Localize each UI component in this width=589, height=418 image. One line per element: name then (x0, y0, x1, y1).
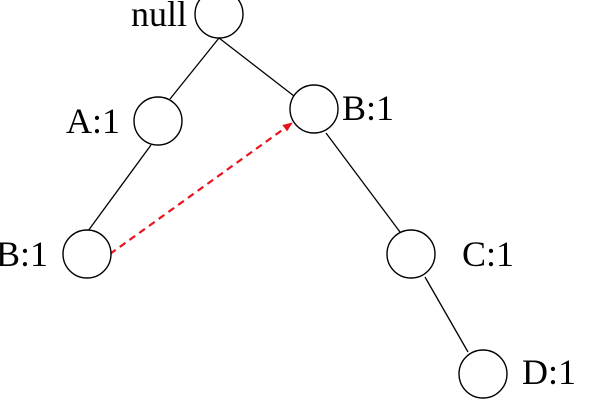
node-b1-right (289, 84, 339, 134)
edge-b1-right-to-c1 (325, 132, 401, 233)
node-b1-right-label: B:1 (342, 88, 394, 128)
edge-a1-to-b1-left (87, 144, 152, 232)
node-a1-label: A:1 (66, 101, 120, 141)
node-c1 (386, 229, 436, 279)
node-a1 (133, 96, 183, 146)
node-b1-left (62, 229, 112, 279)
node-c1-label: C:1 (462, 234, 514, 274)
edge-root-to-b1-right (218, 37, 295, 97)
node-root-label: null (131, 0, 187, 34)
node-d1 (458, 349, 508, 399)
node-b1-left-label: B:1 (0, 234, 48, 274)
node-d1-label: D:1 (522, 352, 576, 392)
edge-root-to-a1 (169, 37, 220, 100)
node-root (194, 0, 244, 39)
node-link-b1-left-to-b1-right (109, 122, 293, 255)
edge-c1-to-d1 (424, 276, 469, 353)
